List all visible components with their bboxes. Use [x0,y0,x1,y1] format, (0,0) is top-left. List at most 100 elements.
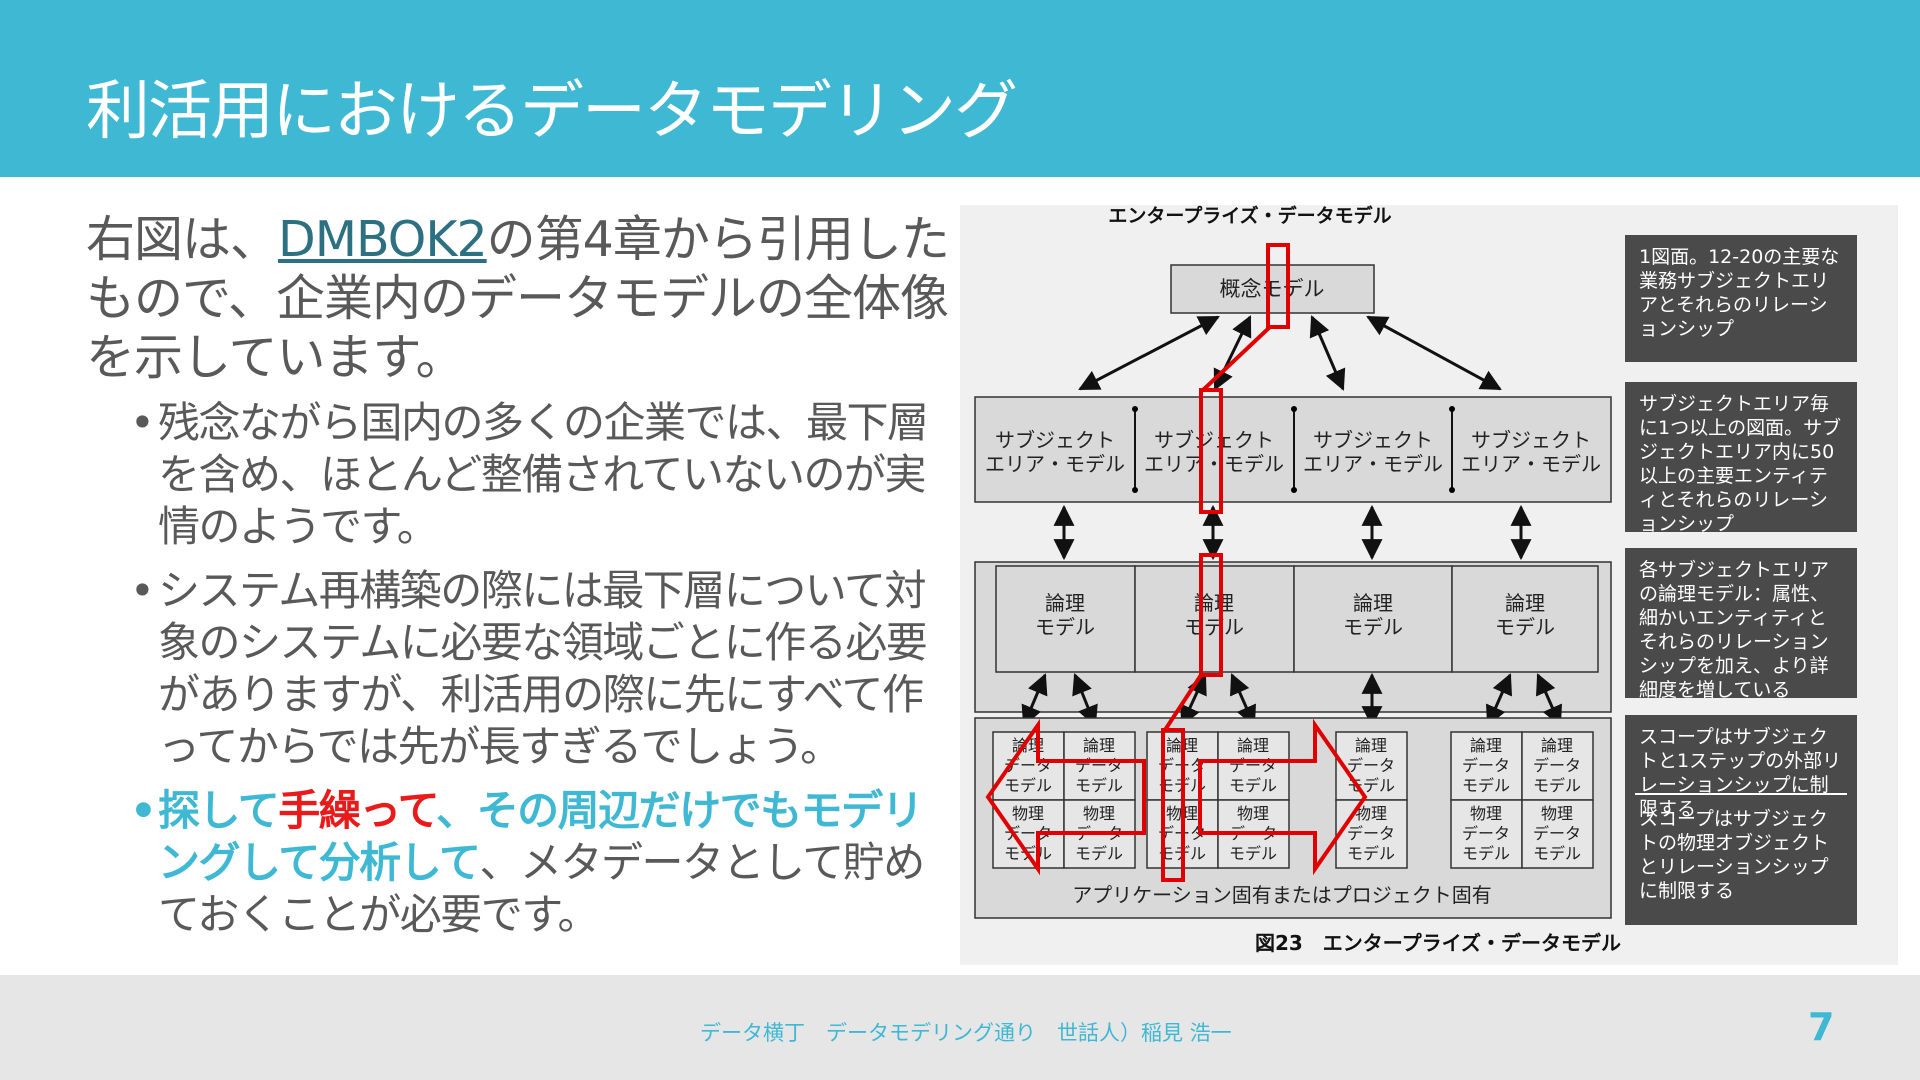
svg-text:論理: 論理 [1237,736,1269,755]
svg-text:モデル: モデル [1347,844,1395,863]
svg-text:論理: 論理 [1470,736,1502,755]
data-model-group-4: 論理 データ モデル 論理 データ モデル 物理 データ モデル 物理 データ … [1450,731,1594,869]
bullet-item-emphasis: • 探して手繰って、その周辺だけでもモデリングして分析して、メタデータとして貯め… [86,785,956,941]
note-scope-box: スコープはサブジェクトと1ステップの外部リレーションシップに制限する スコープは… [1625,715,1857,925]
data-model-group-1: 論理 データ モデル 論理 データ モデル 物理 データ モデル 物理 データ … [992,731,1136,869]
svg-text:モデル: モデル [1462,844,1510,863]
footer-credit: データ横丁 データモデリング通り 世話人）稲見 浩一 [700,1021,1232,1045]
svg-text:サブジェクト: サブジェクト [1471,428,1591,452]
lead-post: の第4章から引用したもので、企業内のデータモデルの全体像を示しています。 [86,211,950,386]
note-scope-physical: スコープはサブジェクトの物理オブジェクトとリレーションシップに制限する [1639,808,1830,902]
bullet-text: システム再構築の際には最下層について対象のシステムに必要な領域ごとに作る必要があ… [158,566,928,771]
svg-text:モデル: モデル [1229,844,1277,863]
arrow-concept-subject-1 [1078,315,1220,391]
subject-area-model-3: サブジェクト エリア・モデル [1303,428,1443,476]
arrows-logical-app [1021,672,1562,728]
arrow-concept-subject-2 [1213,315,1252,391]
svg-text:論理: 論理 [1355,736,1387,755]
svg-text:データ: データ [1229,756,1277,775]
svg-text:論理: 論理 [1541,736,1573,755]
svg-text:モデル: モデル [1184,615,1244,639]
svg-text:データ: データ [1075,756,1123,775]
svg-text:論理: 論理 [1083,736,1115,755]
svg-text:エリア・モデル: エリア・モデル [985,452,1125,476]
red-trace-highlight [1161,243,1290,882]
subject-area-model-2: サブジェクト エリア・モデル [1144,428,1284,476]
logical-model-row [995,565,1599,673]
right-arrow-outline [1198,718,1368,876]
svg-text:物理: 物理 [1237,804,1269,823]
svg-text:論理: 論理 [1045,591,1085,615]
figure-caption: 図23 エンタープライズ・データモデル [1255,931,1621,955]
svg-text:データ: データ [1533,824,1581,843]
svg-text:物理: 物理 [1355,804,1387,823]
svg-text:モデル: モデル [1462,776,1510,795]
enterprise-data-model-figure: エンタープライズ・データモデル 概念モデル サブジェクト エリア・モデル サブジ… [960,205,1898,965]
svg-text:物理: 物理 [1470,804,1502,823]
svg-text:エリア・モデル: エリア・モデル [1303,452,1443,476]
arrow-concept-subject-3 [1309,315,1346,391]
arrows-subject-logical [1053,504,1532,561]
svg-text:エリア・モデル: エリア・モデル [1144,452,1284,476]
svg-text:モデル: モデル [1533,844,1581,863]
note-subject-area: サブジェクトエリア毎に1つ以上の図面。サブジェクトエリア内に50以上の主要エンテ… [1625,382,1857,535]
svg-text:データ: データ [1462,824,1510,843]
svg-text:論理: 論理 [1505,591,1545,615]
bullet-dot: • [130,786,157,835]
svg-text:モデル: モデル [1533,776,1581,795]
bullet-text-tail: 、メタデータとして貯めておくことが必要です。 [158,838,925,939]
data-model-group-2: 論理 データ モデル 論理 データ モデル 物理 データ モデル 物理 データ … [1146,731,1290,869]
slide-header [0,0,1920,177]
svg-text:サブジェクト: サブジェクト [1313,428,1433,452]
arrow-concept-subject-4 [1366,315,1502,391]
logical-model-3: 論理 モデル [1343,591,1403,639]
figure-top-title: エンタープライズ・データモデル [1108,205,1391,227]
note-divider [1635,793,1847,795]
subject-area-model-1: サブジェクト エリア・モデル [985,428,1125,476]
svg-text:モデル: モデル [1343,615,1403,639]
svg-text:モデル: モデル [1035,615,1095,639]
bullet-dot: • [130,398,155,447]
slide-title: 利活用におけるデータモデリング [86,75,1018,149]
bullet-list: • 残念ながら国内の多くの企業では、最下層を含め、ほとんど整備されていないのが実… [86,397,956,941]
conceptual-model-box [1170,264,1375,314]
logical-model-4: 論理 モデル [1495,591,1555,639]
svg-text:モデル: モデル [1004,776,1052,795]
svg-text:モデル: モデル [1495,615,1555,639]
svg-text:物理: 物理 [1083,804,1115,823]
note-scope-logical: スコープはサブジェクトと1ステップの外部リレーションシップに制限する [1639,726,1842,820]
bullet-item: • システム再構築の際には最下層について対象のシステムに必要な領域ごとに作る必要… [86,565,956,773]
conceptual-model-label: 概念モデル [1220,277,1325,301]
svg-text:モデル: モデル [1229,776,1277,795]
svg-text:サブジェクト: サブジェクト [1154,428,1274,452]
note-conceptual: 1図面。12-20の主要な業務サブジェクトエリアとそれらのリレーションシップ [1625,235,1857,362]
model-diagram: エンタープライズ・データモデル 概念モデル サブジェクト エリア・モデル サブジ… [974,205,1621,955]
svg-text:モデル: モデル [1075,844,1123,863]
subject-area-dividers [1132,406,1455,493]
dmbok2-link[interactable]: DMBOK2 [278,211,488,268]
emphasis-blue-2: 、その周辺だけでもモデリングして分析して [158,786,924,887]
data-model-group-3: 論理 データ モデル 物理 データ モデル [1335,731,1408,869]
slide-body: 右図は、DMBOK2の第4章から引用したもので、企業内のデータモデルの全体像を示… [86,210,956,953]
app-specific-label: アプリケーション固有またはプロジェクト固有 [1072,883,1492,907]
lead-paragraph: 右図は、DMBOK2の第4章から引用したもので、企業内のデータモデルの全体像を示… [86,210,956,387]
bullet-text: 残念ながら国内の多くの企業では、最下層を含め、ほとんど整備されていないのが実情の… [158,398,929,551]
lead-pre: 右図は、 [86,211,279,268]
svg-text:モデル: モデル [1075,776,1123,795]
svg-text:データ: データ [1533,756,1581,775]
bullet-dot: • [130,566,155,615]
svg-text:物理: 物理 [1541,804,1573,823]
slide-footer [0,975,1920,1080]
svg-text:エリア・モデル: エリア・モデル [1461,452,1601,476]
emphasis-blue-1: 探して [158,786,280,835]
note-logical: 各サブジェクトエリアの論理モデル：属性、細かいエンティティとそれらのリレーション… [1625,548,1857,701]
svg-text:データ: データ [1347,824,1395,843]
bullet-item: • 残念ながら国内の多くの企業では、最下層を含め、ほとんど整備されていないのが実… [86,397,956,553]
svg-text:データ: データ [1347,756,1395,775]
left-arrow-outline [985,718,1146,876]
svg-text:サブジェクト: サブジェクト [995,428,1115,452]
svg-text:論理: 論理 [1353,591,1393,615]
emphasis-red: 手繰って [278,786,437,835]
svg-text:データ: データ [1462,756,1510,775]
subject-area-model-4: サブジェクト エリア・モデル [1461,428,1601,476]
